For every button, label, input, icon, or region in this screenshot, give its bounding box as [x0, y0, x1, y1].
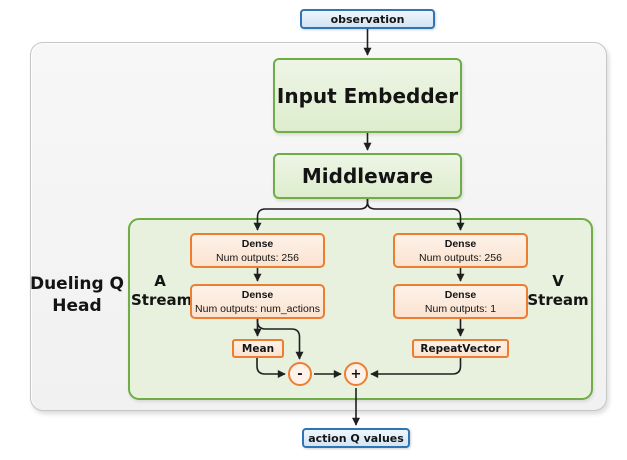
dense-a1-title: Dense — [241, 237, 274, 250]
plus-operator-label: + — [350, 366, 362, 382]
observation-label: observation — [330, 12, 405, 26]
dense-v2-subtitle: Num outputs: 1 — [424, 302, 497, 315]
dense-a2-title: Dense — [241, 288, 274, 301]
minus-operator-label: - — [297, 366, 303, 382]
minus-operator-node: - — [288, 362, 312, 386]
dueling-q-head-label: Dueling Q Head — [29, 274, 125, 316]
mean-node: Mean — [232, 339, 284, 358]
action-q-values-label: action Q values — [308, 431, 404, 445]
dense-v2-title: Dense — [444, 288, 477, 301]
dense-v1-node: Dense Num outputs: 256 — [393, 233, 528, 268]
dense-v1-title: Dense — [444, 237, 477, 250]
mean-label: Mean — [241, 342, 275, 355]
input-embedder-node: Input Embedder — [273, 58, 462, 133]
plus-operator-node: + — [344, 362, 368, 386]
action-q-values-node: action Q values — [302, 428, 410, 448]
dense-a1-node: Dense Num outputs: 256 — [190, 233, 325, 268]
observation-node: observation — [300, 9, 435, 29]
a-stream-label: A Stream — [131, 272, 193, 309]
dense-v2-node: Dense Num outputs: 1 — [393, 284, 528, 319]
input-embedder-label: Input Embedder — [276, 83, 459, 108]
dense-a1-subtitle: Num outputs: 256 — [216, 251, 299, 264]
dense-a2-subtitle: Num outputs: num_actions — [195, 302, 320, 315]
dense-a2-node: Dense Num outputs: num_actions — [190, 284, 325, 319]
repeat-vector-node: RepeatVector — [412, 339, 509, 358]
middleware-node: Middleware — [273, 153, 462, 199]
v-stream-label: V Stream — [527, 272, 589, 309]
middleware-label: Middleware — [301, 164, 434, 188]
dense-v1-subtitle: Num outputs: 256 — [419, 251, 502, 264]
repeat-vector-label: RepeatVector — [420, 342, 501, 355]
